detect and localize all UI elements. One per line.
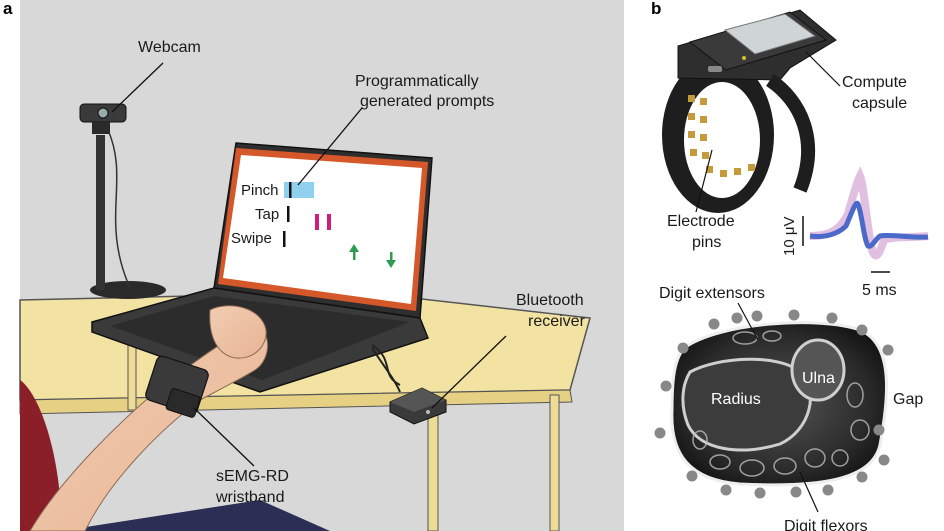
gap-label: Gap (893, 391, 923, 408)
person (20, 305, 330, 531)
electrode-dot (882, 344, 894, 356)
webcam-device (79, 103, 166, 299)
electrode-dot (856, 324, 868, 336)
screen-label-pinch: Pinch (241, 182, 279, 199)
electrode-dot (754, 487, 766, 499)
panel-a-letter: a (3, 0, 13, 18)
electrode-dot (731, 312, 743, 324)
prompts-label-line2: generated prompts (360, 93, 494, 110)
extensors-label: Digit extensors (659, 285, 765, 302)
tap-cursor (287, 206, 290, 222)
panel-b-letter: b (651, 0, 661, 18)
capsule-label-line1: Compute (842, 74, 907, 91)
electrode-dot (720, 484, 732, 496)
pins-label-line1: Electrode (667, 213, 735, 230)
panel-a: Pinch Tap Swipe (3, 0, 624, 531)
mri-texture (692, 330, 870, 477)
screen-label-swipe: Swipe (231, 230, 272, 247)
swipe-down-arrow-icon (386, 252, 396, 268)
ulna-bone (790, 338, 846, 402)
bluetooth-receiver (371, 347, 447, 425)
electrode-dot (826, 312, 838, 324)
receiver-label-line2: receiver (528, 313, 586, 330)
wristband-label-line2: wristband (215, 489, 284, 506)
panel-a-labels: a Webcam Programmatically generated prom… (3, 0, 586, 506)
panel-b-labels: Compute capsule Electrode pins Digit ext… (659, 74, 923, 531)
electrode-dot (856, 471, 868, 483)
tap-mark-1 (315, 214, 319, 230)
flexors-label: Digit flexors (784, 518, 868, 531)
emg-waveform: 10 μV 5 ms (781, 166, 929, 299)
electrode-dot (686, 470, 698, 482)
pinch-cursor (289, 182, 292, 198)
wristband-label-line1: sEMG-RD (216, 468, 289, 485)
swipe-up-arrow-icon (349, 244, 359, 260)
screen-label-tap: Tap (255, 206, 279, 223)
forearm-mri (654, 302, 894, 513)
screen-prompts: Pinch Tap Swipe (231, 182, 396, 268)
receiver-label-line1: Bluetooth (516, 292, 584, 309)
emg-scale-voltage: 10 μV (781, 217, 798, 257)
pins-label-line2: pins (692, 234, 721, 251)
electrode-dot (751, 310, 763, 322)
electrode-dot (788, 309, 800, 321)
laptop-screen (223, 155, 422, 304)
webcam-label: Webcam (138, 39, 201, 56)
electrode-dot (878, 454, 890, 466)
callout-lines (111, 62, 507, 467)
tap-mark-2 (327, 214, 331, 230)
radius-bone (681, 357, 812, 452)
capsule-label-line2: capsule (852, 95, 907, 112)
electrode-dot (677, 342, 689, 354)
emg-trace (809, 200, 929, 249)
swipe-cursor (283, 231, 286, 247)
wristband-render (662, 9, 837, 213)
electrode-pins (688, 95, 755, 177)
electrode-dot (660, 380, 672, 392)
panel-b-callouts (695, 51, 841, 213)
emg-scale-time: 5 ms (862, 282, 897, 299)
emg-spread (809, 166, 929, 260)
ulna-label: Ulna (802, 370, 835, 387)
electrode-dot (708, 318, 720, 330)
extensors-pointer (737, 302, 759, 341)
electrode-dot (873, 424, 885, 436)
electrode-dot (790, 486, 802, 498)
electrode-dot (822, 484, 834, 496)
radius-label: Radius (711, 391, 761, 408)
prompts-label-line1: Programmatically (355, 73, 479, 90)
electrode-position-dots (654, 309, 894, 499)
electrode-dot (654, 427, 666, 439)
flexors-pointer (799, 471, 819, 513)
panel-b: b 10 μV 5 (651, 0, 929, 531)
